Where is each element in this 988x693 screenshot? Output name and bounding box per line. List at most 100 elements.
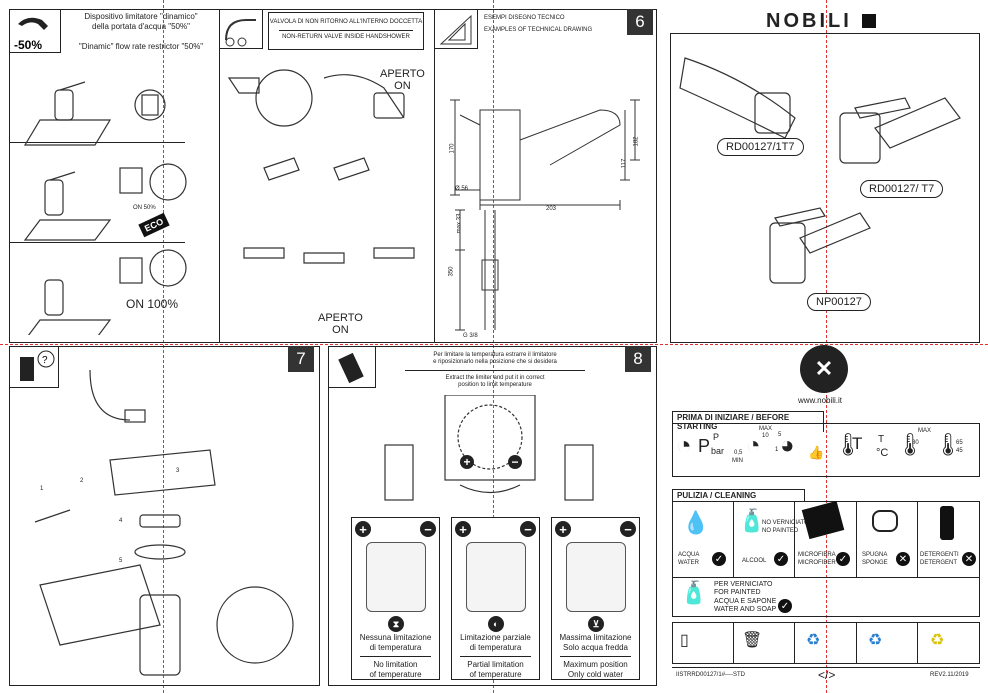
microfiber-it: MICROFIBRA [798, 552, 836, 558]
restrictor-percent: -50% [14, 38, 42, 52]
sponge-en: SPONGE [862, 560, 888, 566]
plus-icon: + [455, 521, 471, 537]
step-number: 5 [119, 558, 123, 564]
cartridge-image [466, 542, 526, 612]
page-7-frame [9, 346, 320, 686]
dim-117: 117 [621, 158, 628, 169]
recycle-icon: ♻ [868, 632, 883, 649]
limit-en: Maximum position Only cold water [563, 660, 628, 679]
limit-it: Massima limitazione Solo acqua fredda [559, 633, 632, 652]
limit-en: Partial limitation of temperature [467, 660, 524, 679]
ok-gauge-icon: ◕ [780, 432, 795, 459]
spray-bottle-icon: 🧴 [738, 508, 766, 533]
cleaning-box [672, 501, 980, 617]
painted-en: FOR PAINTED [714, 589, 761, 596]
valve-it: VALVOLA DI NON RITORNO ALL'INTERNO DOCCE… [269, 19, 423, 25]
cartridge-image [366, 542, 426, 612]
limit-column-none: + − ⧗ Nessuna limitazione di temperatura… [351, 517, 440, 680]
plus-icon: + [355, 521, 371, 537]
plus-icon: + [555, 521, 571, 537]
code-icon: </> [818, 668, 836, 682]
pressure-label: P [698, 436, 711, 456]
restrictor-illustrations [23, 81, 187, 335]
water-en: WATER [678, 560, 699, 566]
footer-code: IISTRRD00127/1#----STD [676, 672, 746, 678]
cut-line [0, 344, 988, 345]
waste-bin-icon: 🗑 [742, 632, 763, 649]
min-label: MIN [732, 458, 743, 464]
restrictor-it: Dispositivo limitatore "dinamico" della … [84, 12, 198, 31]
sponge-it: SPUGNA [862, 552, 888, 558]
limit-en: No limitation of temperature [369, 660, 422, 679]
temp-range-lo: 45 [956, 448, 963, 454]
before-starting-title: PRIMA DI INIZIARE / BEFORE STARTING [672, 411, 824, 432]
alcohol-it: ALCOOL [742, 558, 767, 564]
limit-column-max: + − ⊻ Massima limitazione Solo acqua fre… [551, 517, 640, 680]
limit-it: Nessuna limitazione di temperatura [359, 633, 432, 652]
footer-rev: REV2.11/2019 [930, 672, 969, 678]
painted-it: PER VERNICIATO [714, 581, 773, 588]
max-label: MAX [759, 426, 773, 432]
model-code: RD00127/1T7 [717, 138, 804, 156]
check-icon: ✓ [774, 552, 788, 566]
temp-range-hi: 65 [956, 440, 963, 446]
max-value: 10 [762, 433, 769, 439]
thermometer-icon: 🌡 [834, 432, 862, 457]
detergent-it: DETERGENTI [920, 552, 959, 558]
step-number: 1 [40, 486, 44, 492]
disassembly-illustration [34, 369, 294, 676]
plus-icon: + [460, 455, 474, 469]
cross-icon: ✕ [962, 552, 976, 566]
soap-en: WATER AND SOAP [714, 606, 777, 613]
minus-icon: − [508, 455, 522, 469]
check-icon: ✓ [778, 599, 792, 613]
thermometer-range-icon: 🌡 [934, 432, 962, 457]
limit-it: Limitazione parziale di temperatura [460, 633, 531, 652]
technical-drawing [450, 99, 640, 331]
step-number: 3 [176, 468, 180, 474]
water-drops-icon: 💧 [682, 510, 710, 535]
cross-icon: ✕ [896, 552, 910, 566]
technical-drawing-icon [434, 9, 478, 49]
pressure-unit: bar [711, 446, 725, 456]
on-100-label: ON 100% [126, 297, 179, 311]
thumbs-up-icon: 👍 [808, 445, 825, 460]
temperature-label: T [878, 434, 885, 445]
website: www.nobili.it [798, 396, 843, 405]
help-icon: ? [42, 355, 48, 366]
min-gauge-icon: ◔ [746, 432, 761, 459]
detergent-bottle-icon [940, 506, 954, 540]
check-icon: ✓ [712, 552, 726, 566]
dim-350: 350 [448, 266, 455, 277]
cartridge-icon [328, 346, 376, 388]
limit-icon: ◐ [488, 616, 504, 632]
min-value: 0,5 [734, 450, 743, 456]
dim-182: 182 [633, 136, 640, 147]
temperature-t: T [852, 434, 863, 453]
logo-mark-icon [862, 14, 876, 28]
aperto-on-label: APERTO ON [318, 312, 363, 336]
model-illustrations [679, 57, 961, 284]
minus-icon: − [420, 521, 436, 537]
cartridge-help-icon: ? [9, 346, 59, 388]
limit-icon: ⊻ [588, 616, 604, 632]
page-number: 6 [627, 9, 653, 35]
page-number: 8 [625, 346, 651, 372]
disposal-box [672, 622, 980, 664]
restrictor-en: "Dinamic" flow rate restrictor "50%" [78, 42, 204, 51]
dim-170: 170 [449, 143, 456, 154]
page-6-frame [9, 9, 657, 343]
water-it: ACQUA [678, 552, 700, 558]
mid-value: 5 [778, 432, 782, 438]
valve-illustrations [227, 69, 415, 264]
sponge-icon [872, 510, 898, 532]
step-number: 4 [119, 518, 123, 524]
check-icon: ✓ [836, 552, 850, 566]
max-temp: 80 [912, 440, 919, 446]
battery-icon: ▯ [680, 632, 689, 649]
limit-column-partial: + − ◐ Limitazione parziale di temperatur… [451, 517, 540, 680]
dim-56: Ø 56 [455, 186, 469, 192]
dim-203: 203 [546, 206, 557, 212]
page-8-frame [328, 346, 657, 686]
dim-g38: G 3/8 [463, 333, 478, 339]
